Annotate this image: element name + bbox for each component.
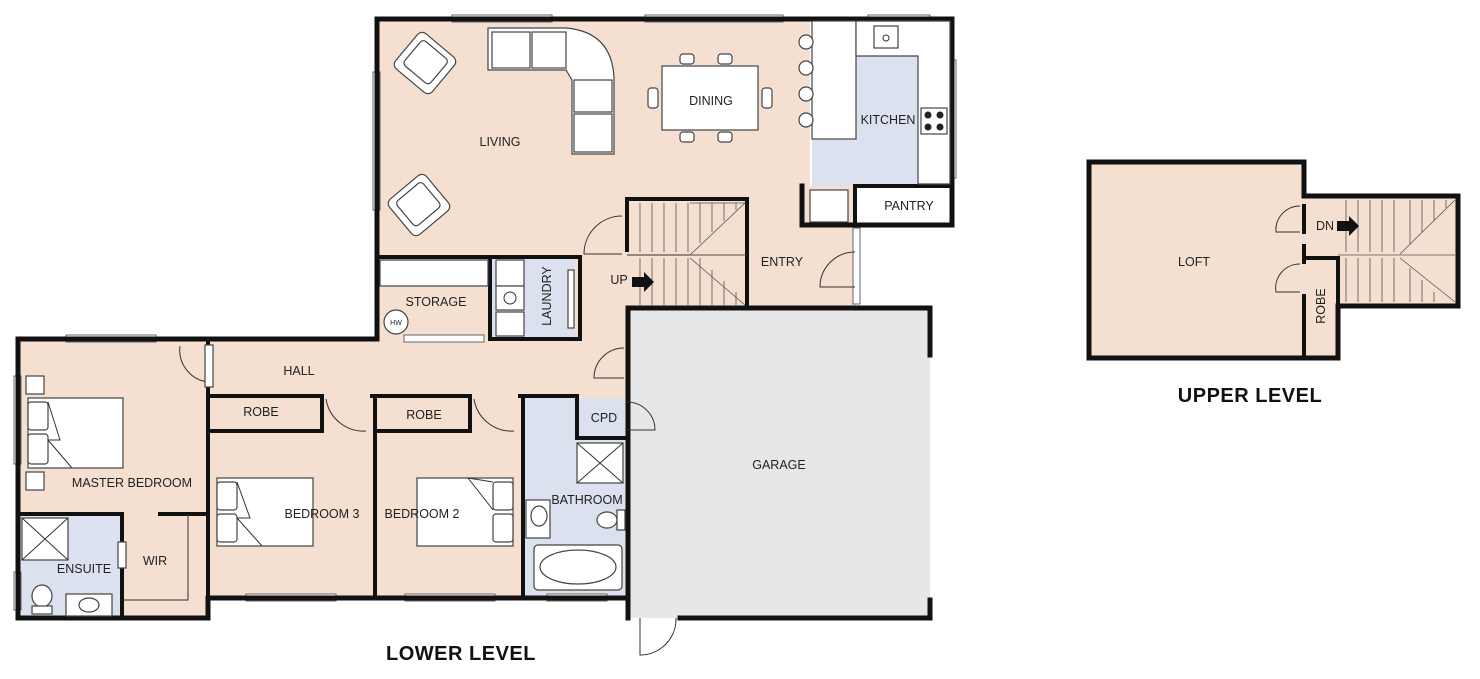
walls (15, 16, 1461, 621)
furniture (21, 20, 951, 617)
door-swing (593, 347, 625, 379)
doors (179, 205, 1301, 656)
room-label-garage: GARAGE (752, 458, 806, 472)
level-title-lower: LOWER LEVEL (386, 643, 536, 665)
garage-wall (677, 597, 933, 621)
door-swing (473, 398, 515, 432)
door-swing (1275, 205, 1301, 233)
room-label-dining: DINING (689, 94, 733, 108)
ensuite-fixtures-icon (21, 517, 127, 617)
armchair-icon (387, 173, 451, 237)
level-title-upper: UPPER LEVEL (1178, 385, 1322, 407)
armchair-icon (393, 31, 457, 95)
window (403, 334, 485, 343)
storage-shelf-icon (379, 259, 489, 287)
kitchen-island-icon (798, 20, 857, 140)
window (852, 227, 861, 305)
bed-icon (416, 477, 514, 547)
floor-garage (628, 308, 930, 618)
laundry-fixtures-icon (495, 259, 575, 337)
room-label-ensuite: ENSUITE (57, 562, 111, 576)
door-swing (639, 617, 677, 656)
room-label-bedroom2: BEDROOM 2 (384, 507, 459, 521)
sofa-icon (487, 27, 615, 155)
door-swing (1275, 263, 1301, 293)
room-label-master-bedroom: MASTER BEDROOM (72, 476, 192, 490)
room-label-loft: LOFT (1178, 255, 1210, 269)
room-label-pantry: PANTRY (884, 199, 934, 213)
room-label-robe: ROBE (406, 408, 441, 422)
room-label-kitchen: KITCHEN (861, 113, 916, 127)
door-swing (819, 251, 856, 288)
room-label-bedroom3: BEDROOM 3 (284, 507, 359, 521)
room-label-living: LIVING (480, 135, 521, 149)
stair-wall (625, 197, 749, 310)
door-swing (325, 398, 367, 432)
room-label-bathroom: BATHROOM (551, 493, 622, 507)
hot-water-icon (383, 309, 409, 335)
floor-loft (1089, 162, 1304, 358)
kitchen-bench-icon (809, 20, 951, 223)
bed-icon (25, 375, 124, 491)
door-swing (179, 345, 209, 383)
interior-wall (375, 255, 582, 341)
bathroom-fixtures-icon (525, 442, 626, 591)
up-arrow-icon (632, 272, 654, 292)
dining-table-icon (647, 53, 773, 143)
door-swing (583, 215, 623, 255)
room-label-robe: ROBE (243, 405, 278, 419)
room-label-entry: ENTRY (761, 255, 804, 269)
stair-arrows (632, 216, 1359, 292)
room-label-hall: HALL (283, 364, 314, 378)
room-label-cpd: CPD (591, 411, 617, 425)
outer-wall (799, 183, 861, 228)
interior-wall (122, 514, 189, 601)
linen-cabinet-icon (204, 344, 214, 388)
room-label-storage: STORAGE (406, 295, 467, 309)
stair-down-label: DN (1316, 219, 1334, 233)
floor-wir (122, 514, 208, 618)
down-arrow-icon (1337, 216, 1359, 236)
interior-wall (210, 394, 472, 433)
upper-interior-wall (1302, 256, 1340, 308)
interior-wall (16, 512, 124, 620)
floor-upper-robe (1304, 258, 1338, 358)
room-labels: LIVING DINING KITCHEN PANTRY ENTRY STORA… (57, 94, 1334, 576)
interior-wall (575, 394, 630, 440)
bed-icon (216, 477, 314, 547)
hot-water-label: HW (390, 320, 402, 327)
upper-outer-wall (1086, 159, 1461, 361)
room-label-laundry: LAUNDRY (540, 266, 554, 326)
stair-upper (1338, 199, 1456, 303)
room-label-wir: WIR (143, 554, 167, 568)
door-swing (626, 401, 656, 431)
room-label-upper-robe: ROBE (1314, 288, 1328, 323)
outer-wall (374, 16, 955, 260)
stair-up-label: UP (610, 273, 627, 287)
garage-wall (625, 305, 933, 621)
